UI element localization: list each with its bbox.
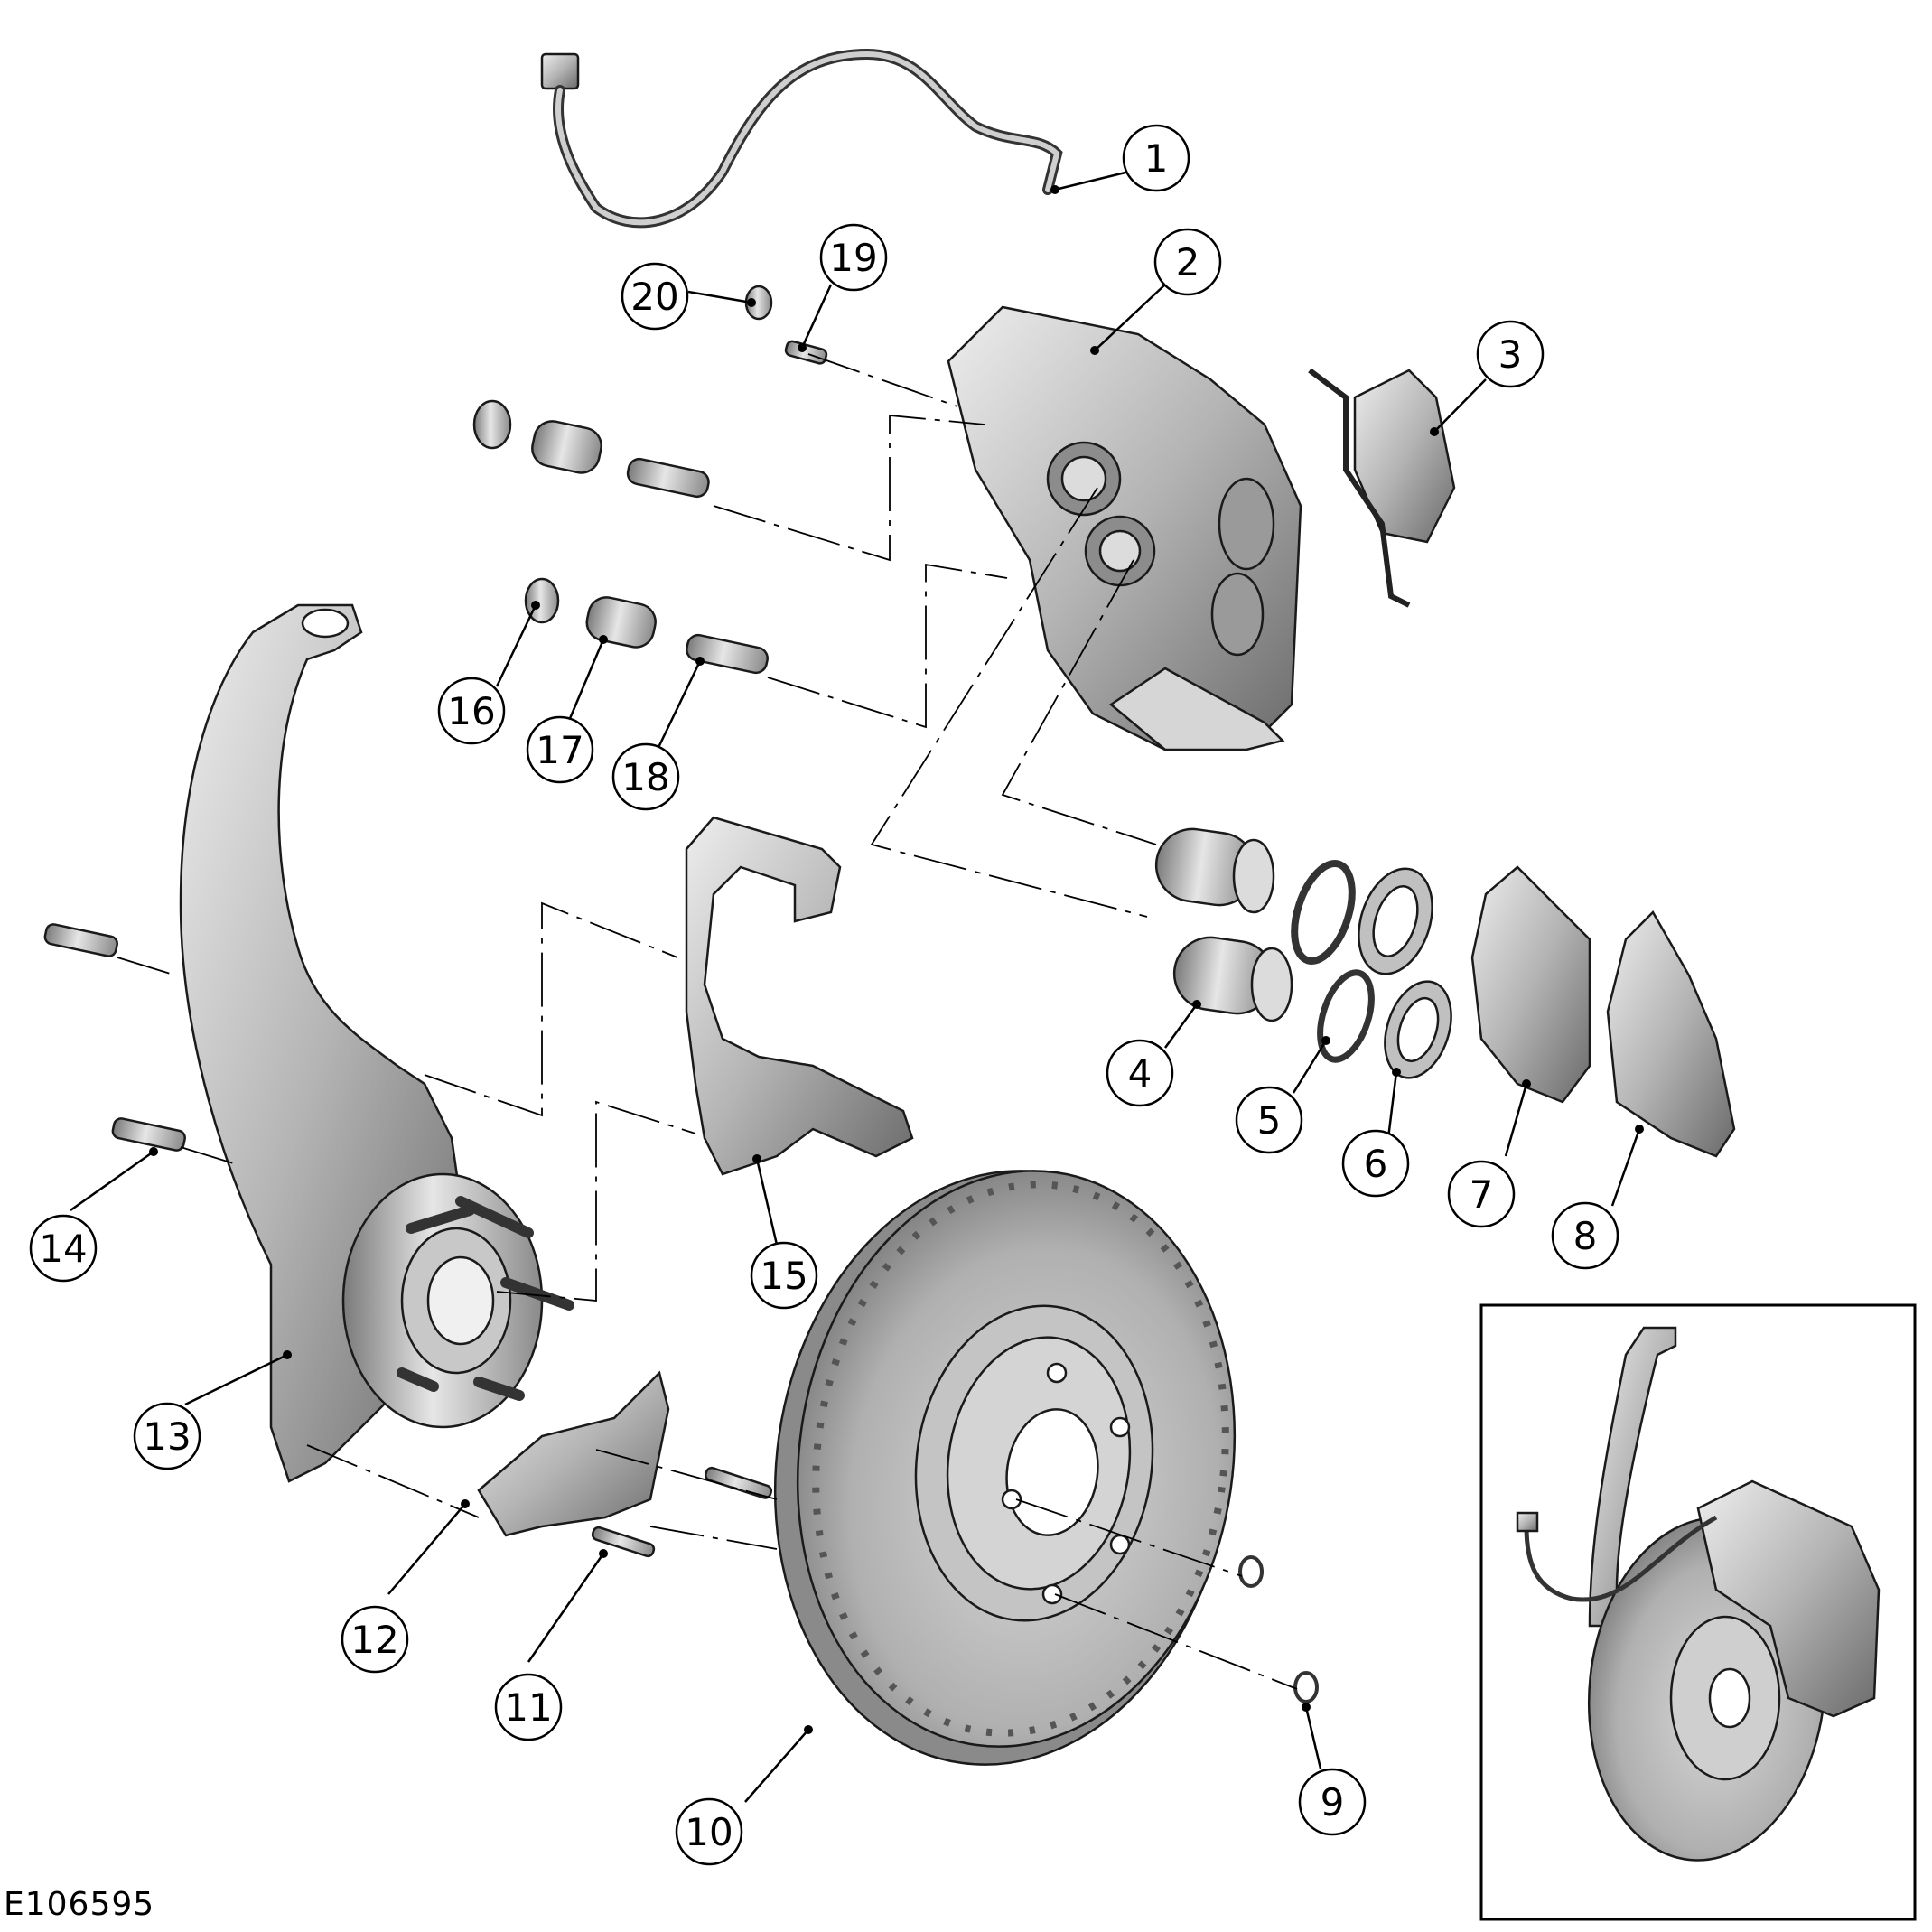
callout-label: 3: [1498, 332, 1523, 377]
callouts: 1 2 3 4 5 6 7 8: [29, 124, 1619, 1866]
callout-label: 18: [621, 755, 669, 799]
callout-17: 17: [526, 715, 594, 784]
callout-11: 11: [494, 1673, 563, 1741]
callout-label: 7: [1470, 1172, 1494, 1217]
callout-label: 1: [1144, 136, 1169, 181]
callout-15: 15: [750, 1241, 818, 1310]
callout-3: 3: [1476, 320, 1545, 388]
callout-10: 10: [675, 1797, 743, 1866]
callout-label: 13: [143, 1414, 191, 1459]
caliper-pistons: [1154, 827, 1293, 1022]
callout-label: 10: [685, 1810, 733, 1854]
callout-6: 6: [1341, 1129, 1410, 1198]
caliper-housing: [947, 305, 1302, 751]
bleed-screw: [744, 285, 828, 365]
leader-lines: [70, 170, 1641, 1803]
callout-7: 7: [1447, 1160, 1516, 1228]
callout-label: 17: [536, 728, 583, 772]
piston-seal-rings: [1291, 860, 1375, 1063]
pad-backing-plate: [1606, 910, 1736, 1158]
guide-pin-set-upper: [472, 399, 710, 499]
assembly-lines: [117, 353, 1298, 1690]
leader-dots: [149, 185, 1644, 1734]
guide-pin-set-lower: [524, 577, 769, 675]
wheel-hub: [341, 1172, 574, 1429]
callout-label: 15: [760, 1254, 807, 1298]
callout-label: 14: [39, 1227, 87, 1271]
callout-label: 8: [1573, 1214, 1598, 1258]
callout-5: 5: [1235, 1086, 1303, 1154]
disc-retaining-clips: [1238, 1555, 1319, 1703]
callout-label: 19: [829, 236, 877, 280]
wear-sensor-cable: [540, 48, 1063, 229]
callout-9: 9: [1298, 1768, 1367, 1836]
callout-label: 9: [1321, 1780, 1345, 1825]
callout-2: 2: [1153, 228, 1222, 296]
callout-1: 1: [1122, 124, 1190, 192]
callout-16: 16: [437, 677, 506, 745]
callout-label: 20: [630, 275, 678, 319]
callout-13: 13: [133, 1402, 201, 1470]
callout-label: 5: [1257, 1098, 1282, 1143]
callout-label: 12: [350, 1618, 398, 1662]
figure-id: E106595: [4, 1886, 155, 1923]
caliper-carrier-bracket: [685, 816, 914, 1176]
callout-14: 14: [29, 1214, 98, 1283]
callout-19: 19: [819, 223, 888, 292]
callout-18: 18: [611, 742, 680, 811]
inner-brake-pad: [1308, 368, 1456, 608]
callout-label: 2: [1176, 240, 1200, 285]
brake-splash-shield: [477, 1370, 670, 1537]
outer-brake-pad: [1470, 865, 1591, 1104]
piston-dust-boots: [1358, 867, 1452, 1079]
callout-8: 8: [1551, 1201, 1619, 1270]
callout-label: 6: [1364, 1142, 1388, 1186]
callout-label: 16: [447, 689, 495, 733]
assembled-view-inset: [1479, 1303, 1917, 1921]
callout-20: 20: [621, 262, 689, 331]
callout-label: 11: [504, 1685, 552, 1730]
callout-4: 4: [1106, 1039, 1174, 1107]
brake-disc: [773, 1170, 1237, 1766]
knuckle-bolts: [43, 923, 186, 1152]
callout-12: 12: [341, 1605, 409, 1674]
callout-label: 4: [1128, 1051, 1153, 1096]
